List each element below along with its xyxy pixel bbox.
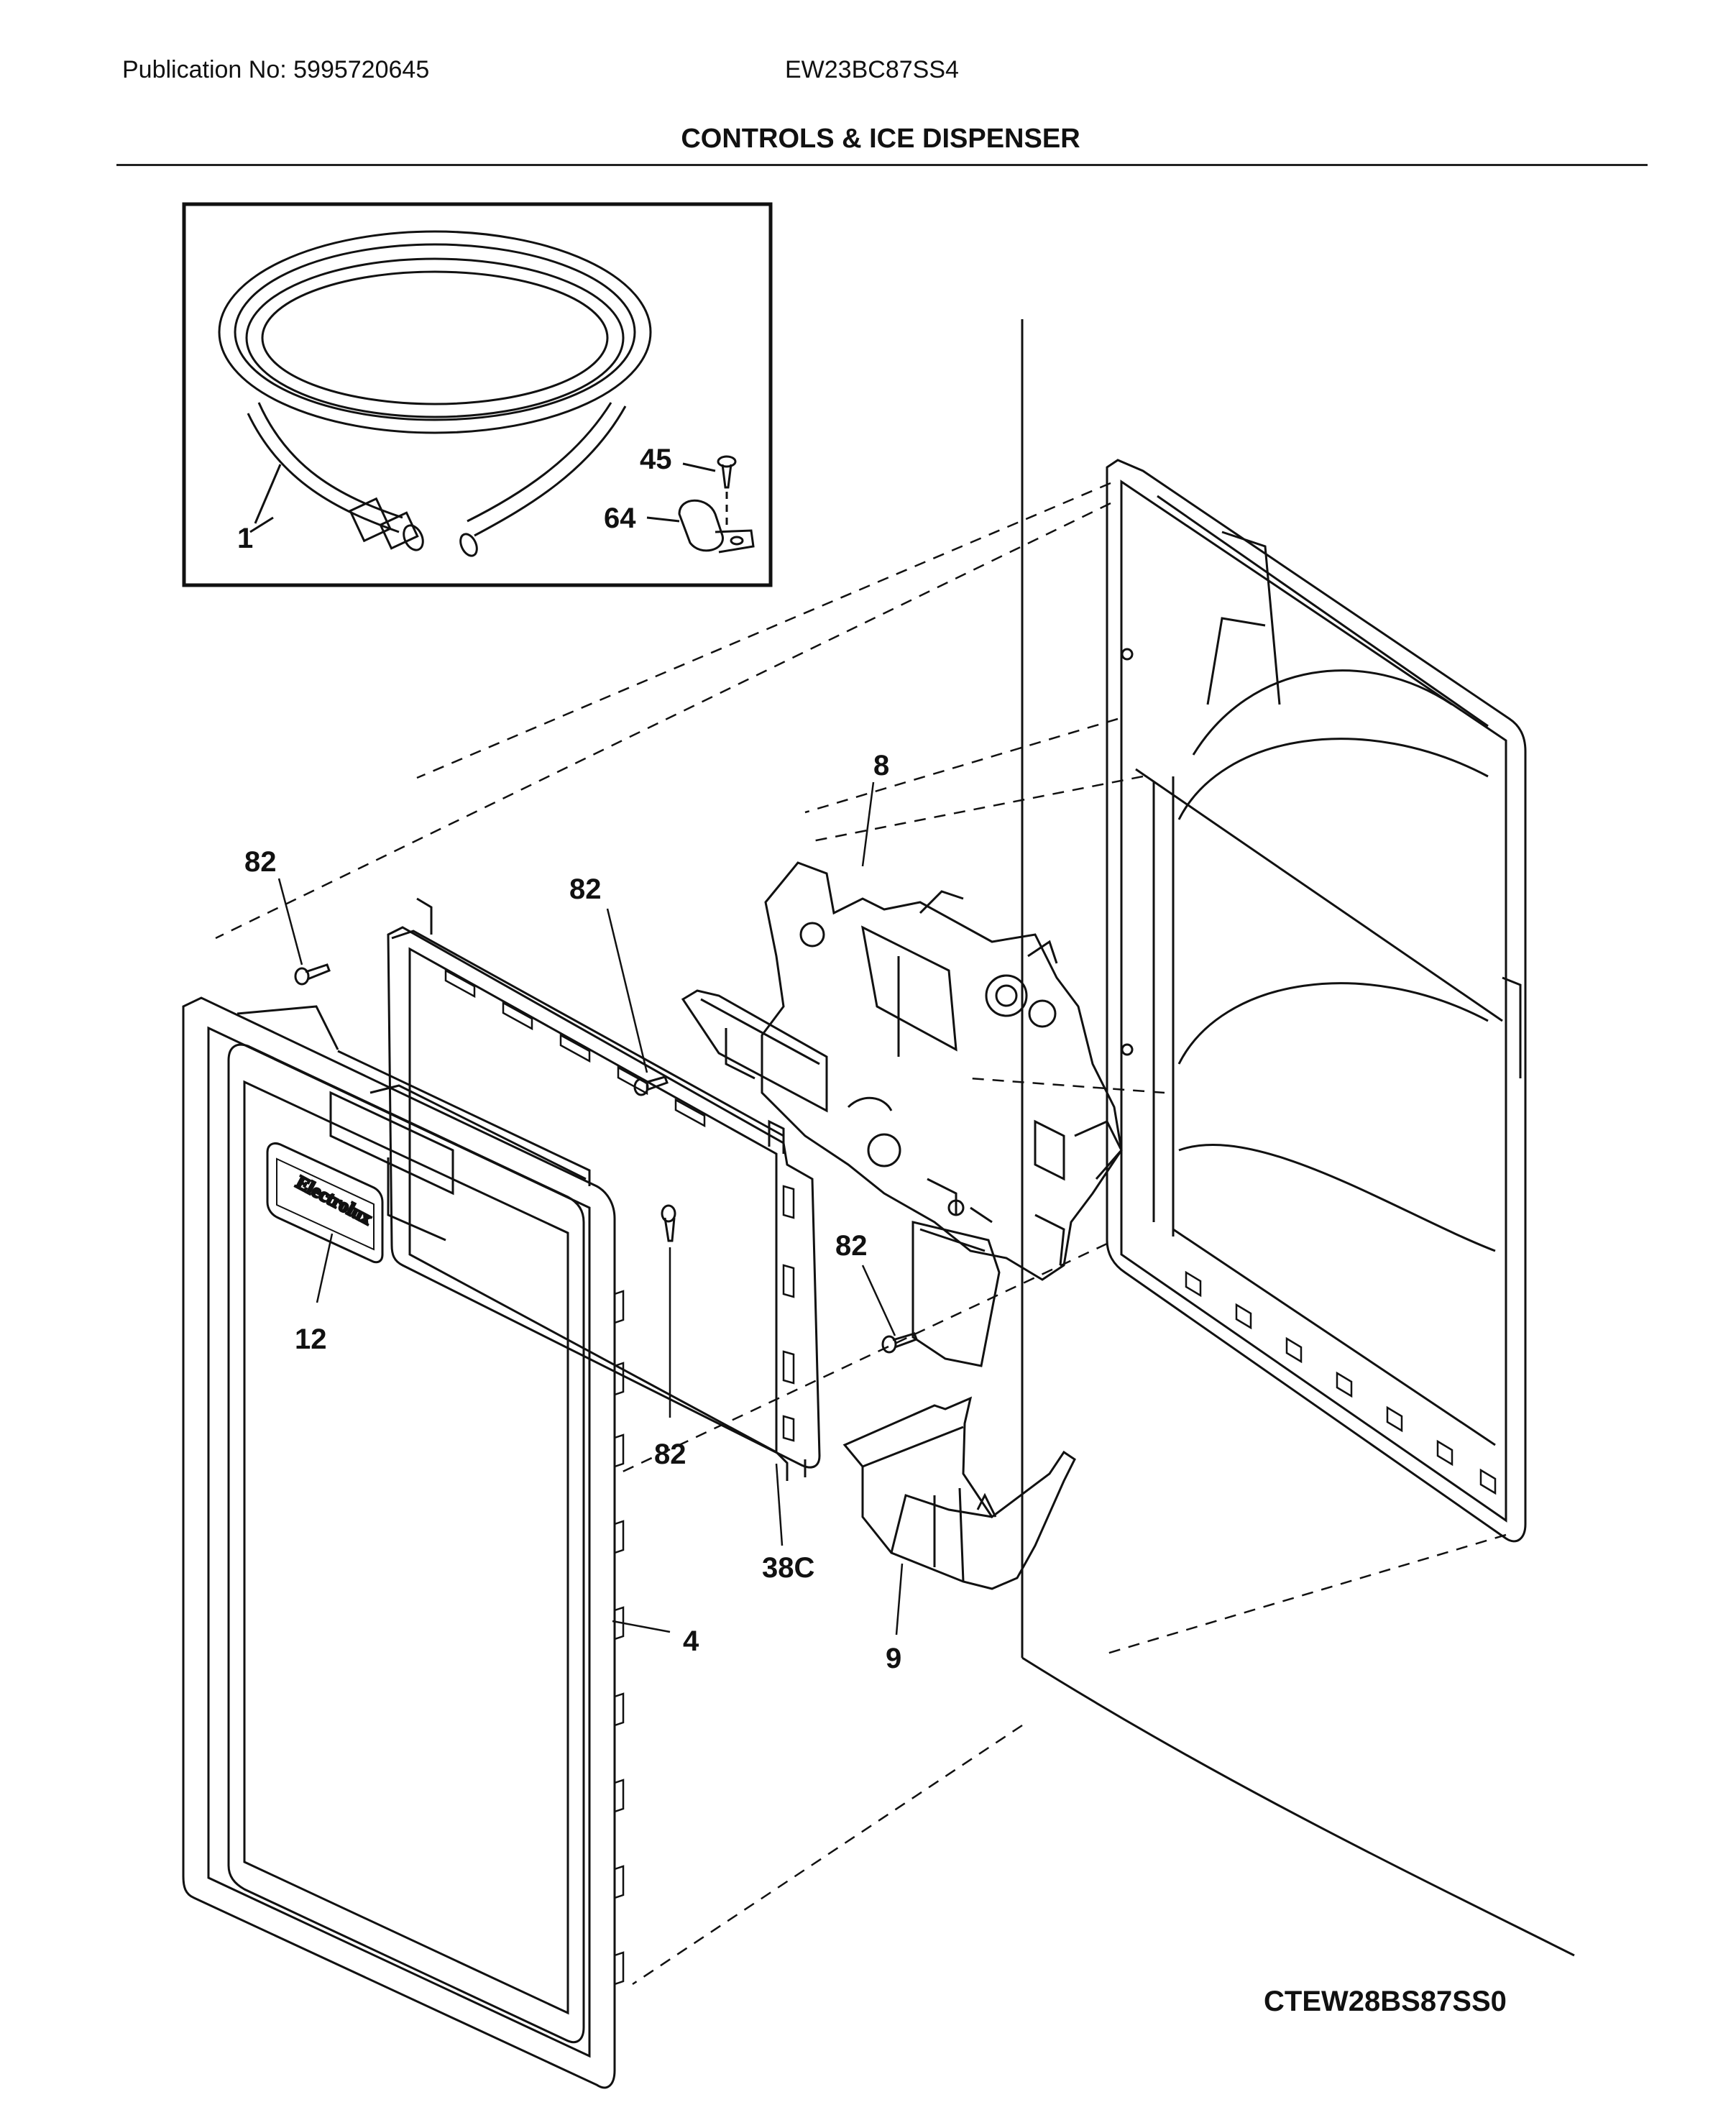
label-1: 1 bbox=[237, 523, 253, 554]
nameplate-12: Electrolux bbox=[266, 1142, 384, 1264]
cabinet-outline bbox=[1021, 319, 1575, 1957]
screws-82 bbox=[294, 963, 918, 1354]
ice-chute-9 bbox=[842, 1396, 1076, 1590]
label-82-right: 82 bbox=[835, 1230, 868, 1262]
section-title: CONTROLS & ICE DISPENSER bbox=[681, 124, 1080, 154]
label-8: 8 bbox=[873, 750, 889, 781]
water-tubing bbox=[218, 230, 652, 557]
leader-lines bbox=[277, 781, 904, 1635]
screw-82-lower bbox=[661, 1204, 676, 1242]
label-64: 64 bbox=[604, 503, 636, 534]
control-board-38C bbox=[387, 897, 821, 1481]
label-82-lower: 82 bbox=[654, 1439, 686, 1470]
label-45: 45 bbox=[640, 444, 672, 475]
screw-82-left bbox=[294, 963, 331, 986]
alignment-lines bbox=[215, 482, 1507, 1986]
label-9: 9 bbox=[886, 1643, 901, 1674]
publication-number: Publication No: 5995720645 bbox=[122, 56, 430, 83]
dispenser-housing-8 bbox=[681, 861, 1123, 1367]
diagram-code: CTEW28BS87SS0 bbox=[1264, 1986, 1507, 2017]
label-12: 12 bbox=[295, 1323, 327, 1355]
frame-4 bbox=[182, 996, 625, 2089]
svg-text:Electrolux: Electrolux bbox=[293, 1172, 375, 1229]
label-82-left: 82 bbox=[244, 846, 277, 878]
clamp-64 bbox=[678, 499, 755, 554]
model-number: EW23BC87SS4 bbox=[785, 56, 959, 83]
screw-45 bbox=[717, 455, 737, 525]
callout-labels: 1 45 64 8 82 82 82 82 12 38C 4 9 bbox=[237, 444, 901, 1674]
header-rule bbox=[116, 164, 1648, 166]
inset-box bbox=[182, 202, 773, 587]
screw-82-right bbox=[881, 1332, 918, 1354]
label-4: 4 bbox=[683, 1625, 699, 1657]
label-82-mid: 82 bbox=[569, 873, 602, 905]
label-38C: 38C bbox=[762, 1552, 814, 1584]
screw-82-mid bbox=[633, 1075, 669, 1096]
